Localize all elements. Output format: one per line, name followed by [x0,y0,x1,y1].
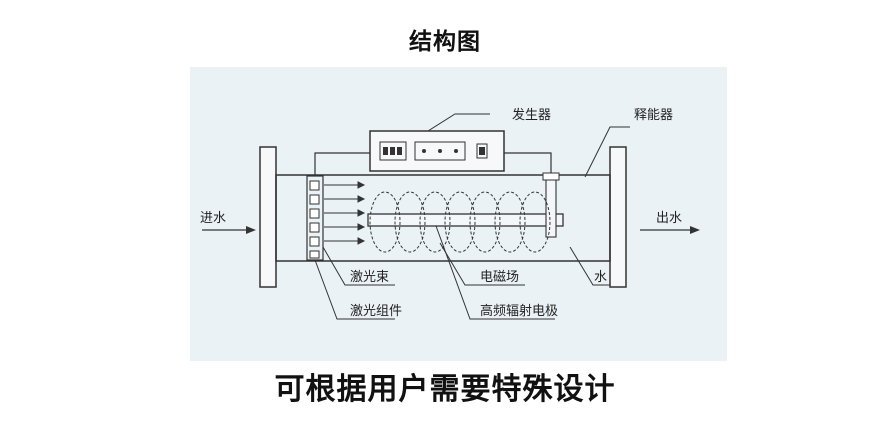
hf-electrode [367,213,564,227]
label-water-out: 出水 [656,211,682,226]
left-flange [259,146,277,288]
page-title: 结构图 [409,29,481,55]
label-hf-electrode: 高频辐射电极 [480,303,558,319]
label-water-in: 进水 [200,211,226,226]
label-laser-beam: 激光束 [350,270,389,285]
page-subtitle: 可根据用户需要特殊设计 [274,372,616,407]
pipe-body [275,174,611,262]
diagram-panel: 发生器 释能器 进水 出水 激光束 激光组件 电磁场 高频辐射电极 水 [190,67,727,361]
em-field-coils [369,191,551,253]
structure-diagram: 发生器 释能器 进水 出水 激光束 激光组件 电磁场 高频辐射电极 水 [200,107,700,320]
label-em-field: 电磁场 [480,270,519,285]
label-energy-releaser: 释能器 [634,108,673,123]
laser-beam-arrows [324,181,366,245]
right-flange [609,146,627,288]
label-generator: 发生器 [512,107,551,123]
electrode-support [545,176,557,238]
label-water: 水 [594,270,607,285]
label-laser-assembly: 激光组件 [350,304,402,319]
